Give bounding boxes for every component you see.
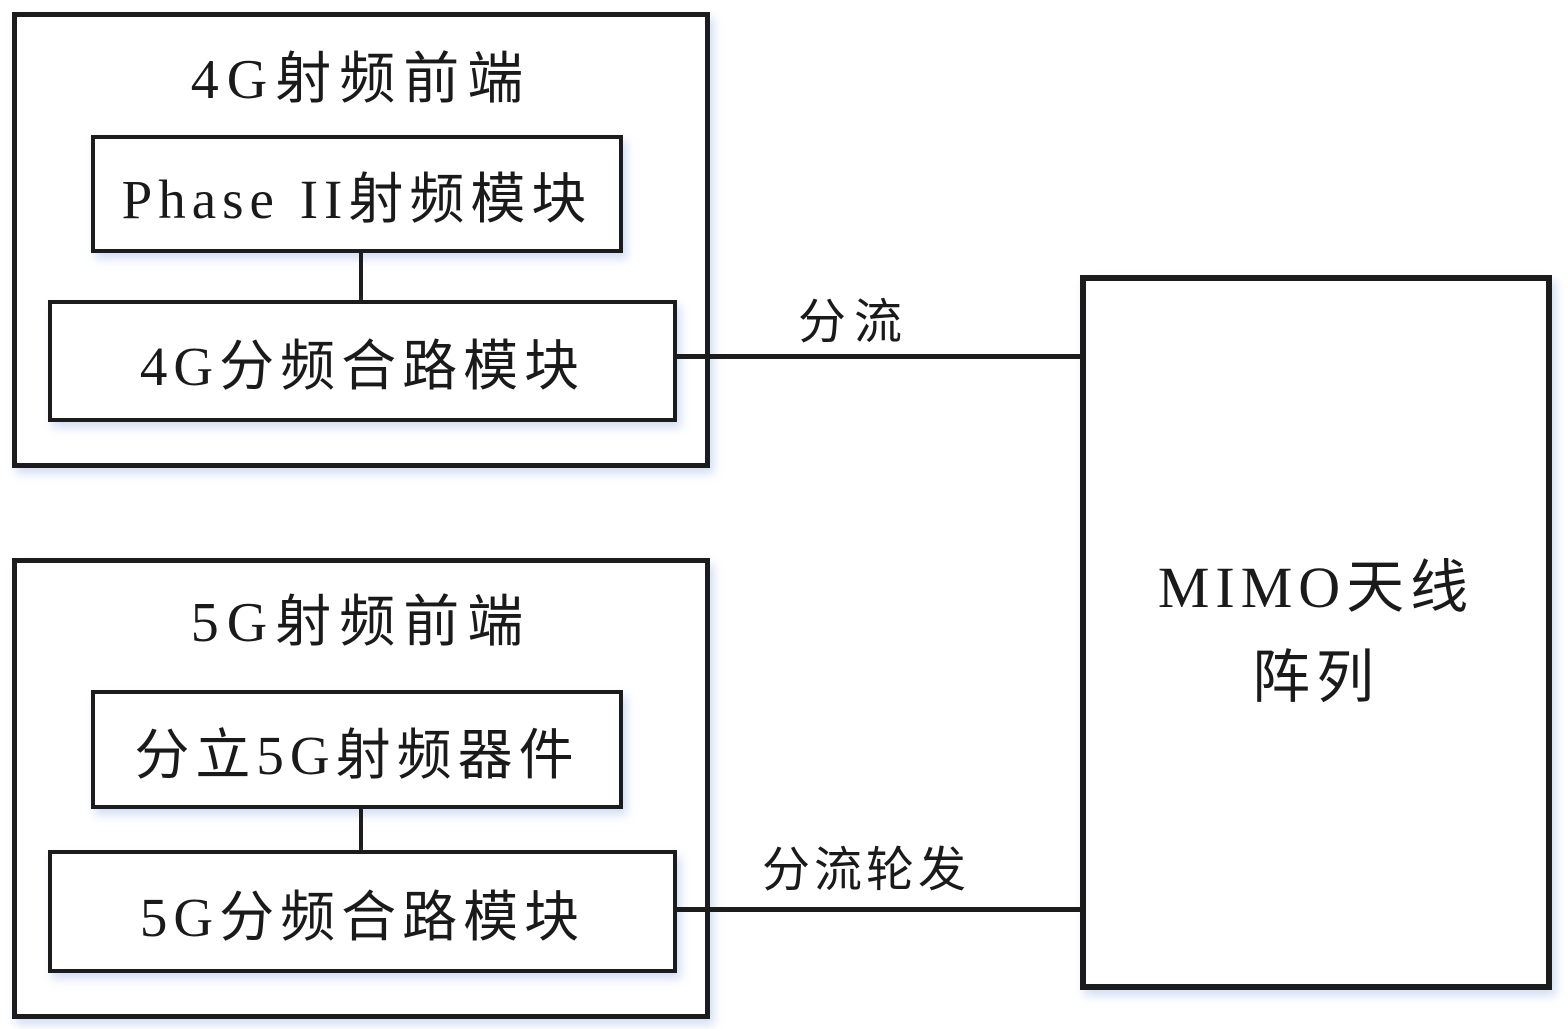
- module-box-discrete-5g: 分立5G射频器件: [91, 690, 623, 809]
- connection-line-5g-to-mimo: [674, 907, 1086, 912]
- mimo-antenna-array-box: MIMO天线 阵列: [1080, 275, 1552, 990]
- connector-4g-internal-line: [359, 249, 363, 304]
- group-box-4g-frontend: 4G射频前端 Phase II射频模块 4G分频合路模块: [12, 12, 710, 468]
- group-title-4g-frontend: 4G射频前端: [190, 49, 532, 111]
- group-box-5g-frontend: 5G射频前端 分立5G射频器件 5G分频合路模块: [12, 558, 710, 1019]
- connector-5g-internal-line: [359, 805, 363, 857]
- module-label-4g-combiner: 4G分频合路模块: [139, 336, 586, 397]
- connection-label-split-round-robin: 分流轮发: [762, 844, 971, 897]
- connection-line-4g-to-mimo: [674, 354, 1086, 359]
- connection-label-split: 分流: [798, 296, 911, 349]
- mimo-antenna-label-line1: MIMO天线: [1157, 554, 1475, 620]
- module-label-5g-combiner: 5G分频合路模块: [139, 886, 586, 948]
- module-box-4g-combiner: 4G分频合路模块: [48, 300, 677, 422]
- module-label-phase2-rf: Phase II射频模块: [121, 169, 593, 230]
- module-box-5g-combiner: 5G分频合路模块: [48, 850, 677, 973]
- module-box-phase2-rf: Phase II射频模块: [91, 135, 623, 253]
- mimo-antenna-label-line2: 阵列: [1251, 644, 1380, 710]
- group-title-5g-frontend: 5G射频前端: [190, 592, 532, 654]
- module-label-discrete-5g: 分立5G射频器件: [134, 724, 580, 786]
